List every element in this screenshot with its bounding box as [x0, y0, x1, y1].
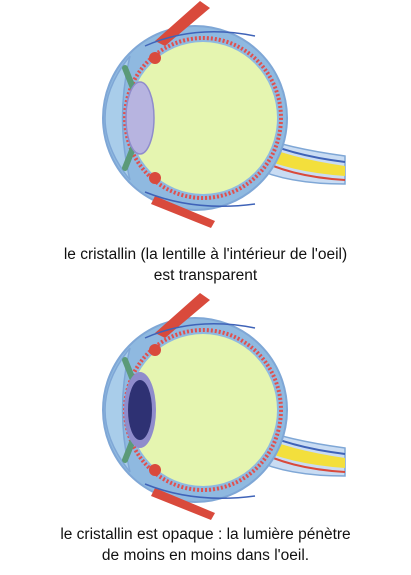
eye-shape: [103, 293, 345, 520]
eye-shape: [103, 1, 345, 228]
caption-line-2: est transparent: [0, 265, 411, 286]
ciliary-bottom: [149, 464, 161, 476]
ciliary-bottom: [149, 172, 161, 184]
figure-opaque-lens: le cristallin est opaque : la lumière pé…: [0, 292, 411, 575]
ciliary-top: [149, 52, 161, 64]
caption-line-1: le cristallin (la lentille à l'intérieur…: [0, 244, 411, 265]
caption-line-2: de moins en moins dans l'oeil.: [0, 545, 411, 566]
eye-diagram-transparent: [85, 6, 345, 231]
caption-transparent: le cristallin (la lentille à l'intérieur…: [0, 244, 411, 286]
ciliary-top: [149, 344, 161, 356]
caption-opaque: le cristallin est opaque : la lumière pé…: [0, 524, 411, 566]
crystalline-lens: [126, 82, 154, 154]
eye-diagram-opaque: [85, 298, 345, 523]
crystalline-lens-opaque: [128, 380, 152, 440]
figure-transparent-lens: le cristallin (la lentille à l'intérieur…: [0, 0, 411, 292]
caption-line-1: le cristallin est opaque : la lumière pé…: [0, 524, 411, 545]
